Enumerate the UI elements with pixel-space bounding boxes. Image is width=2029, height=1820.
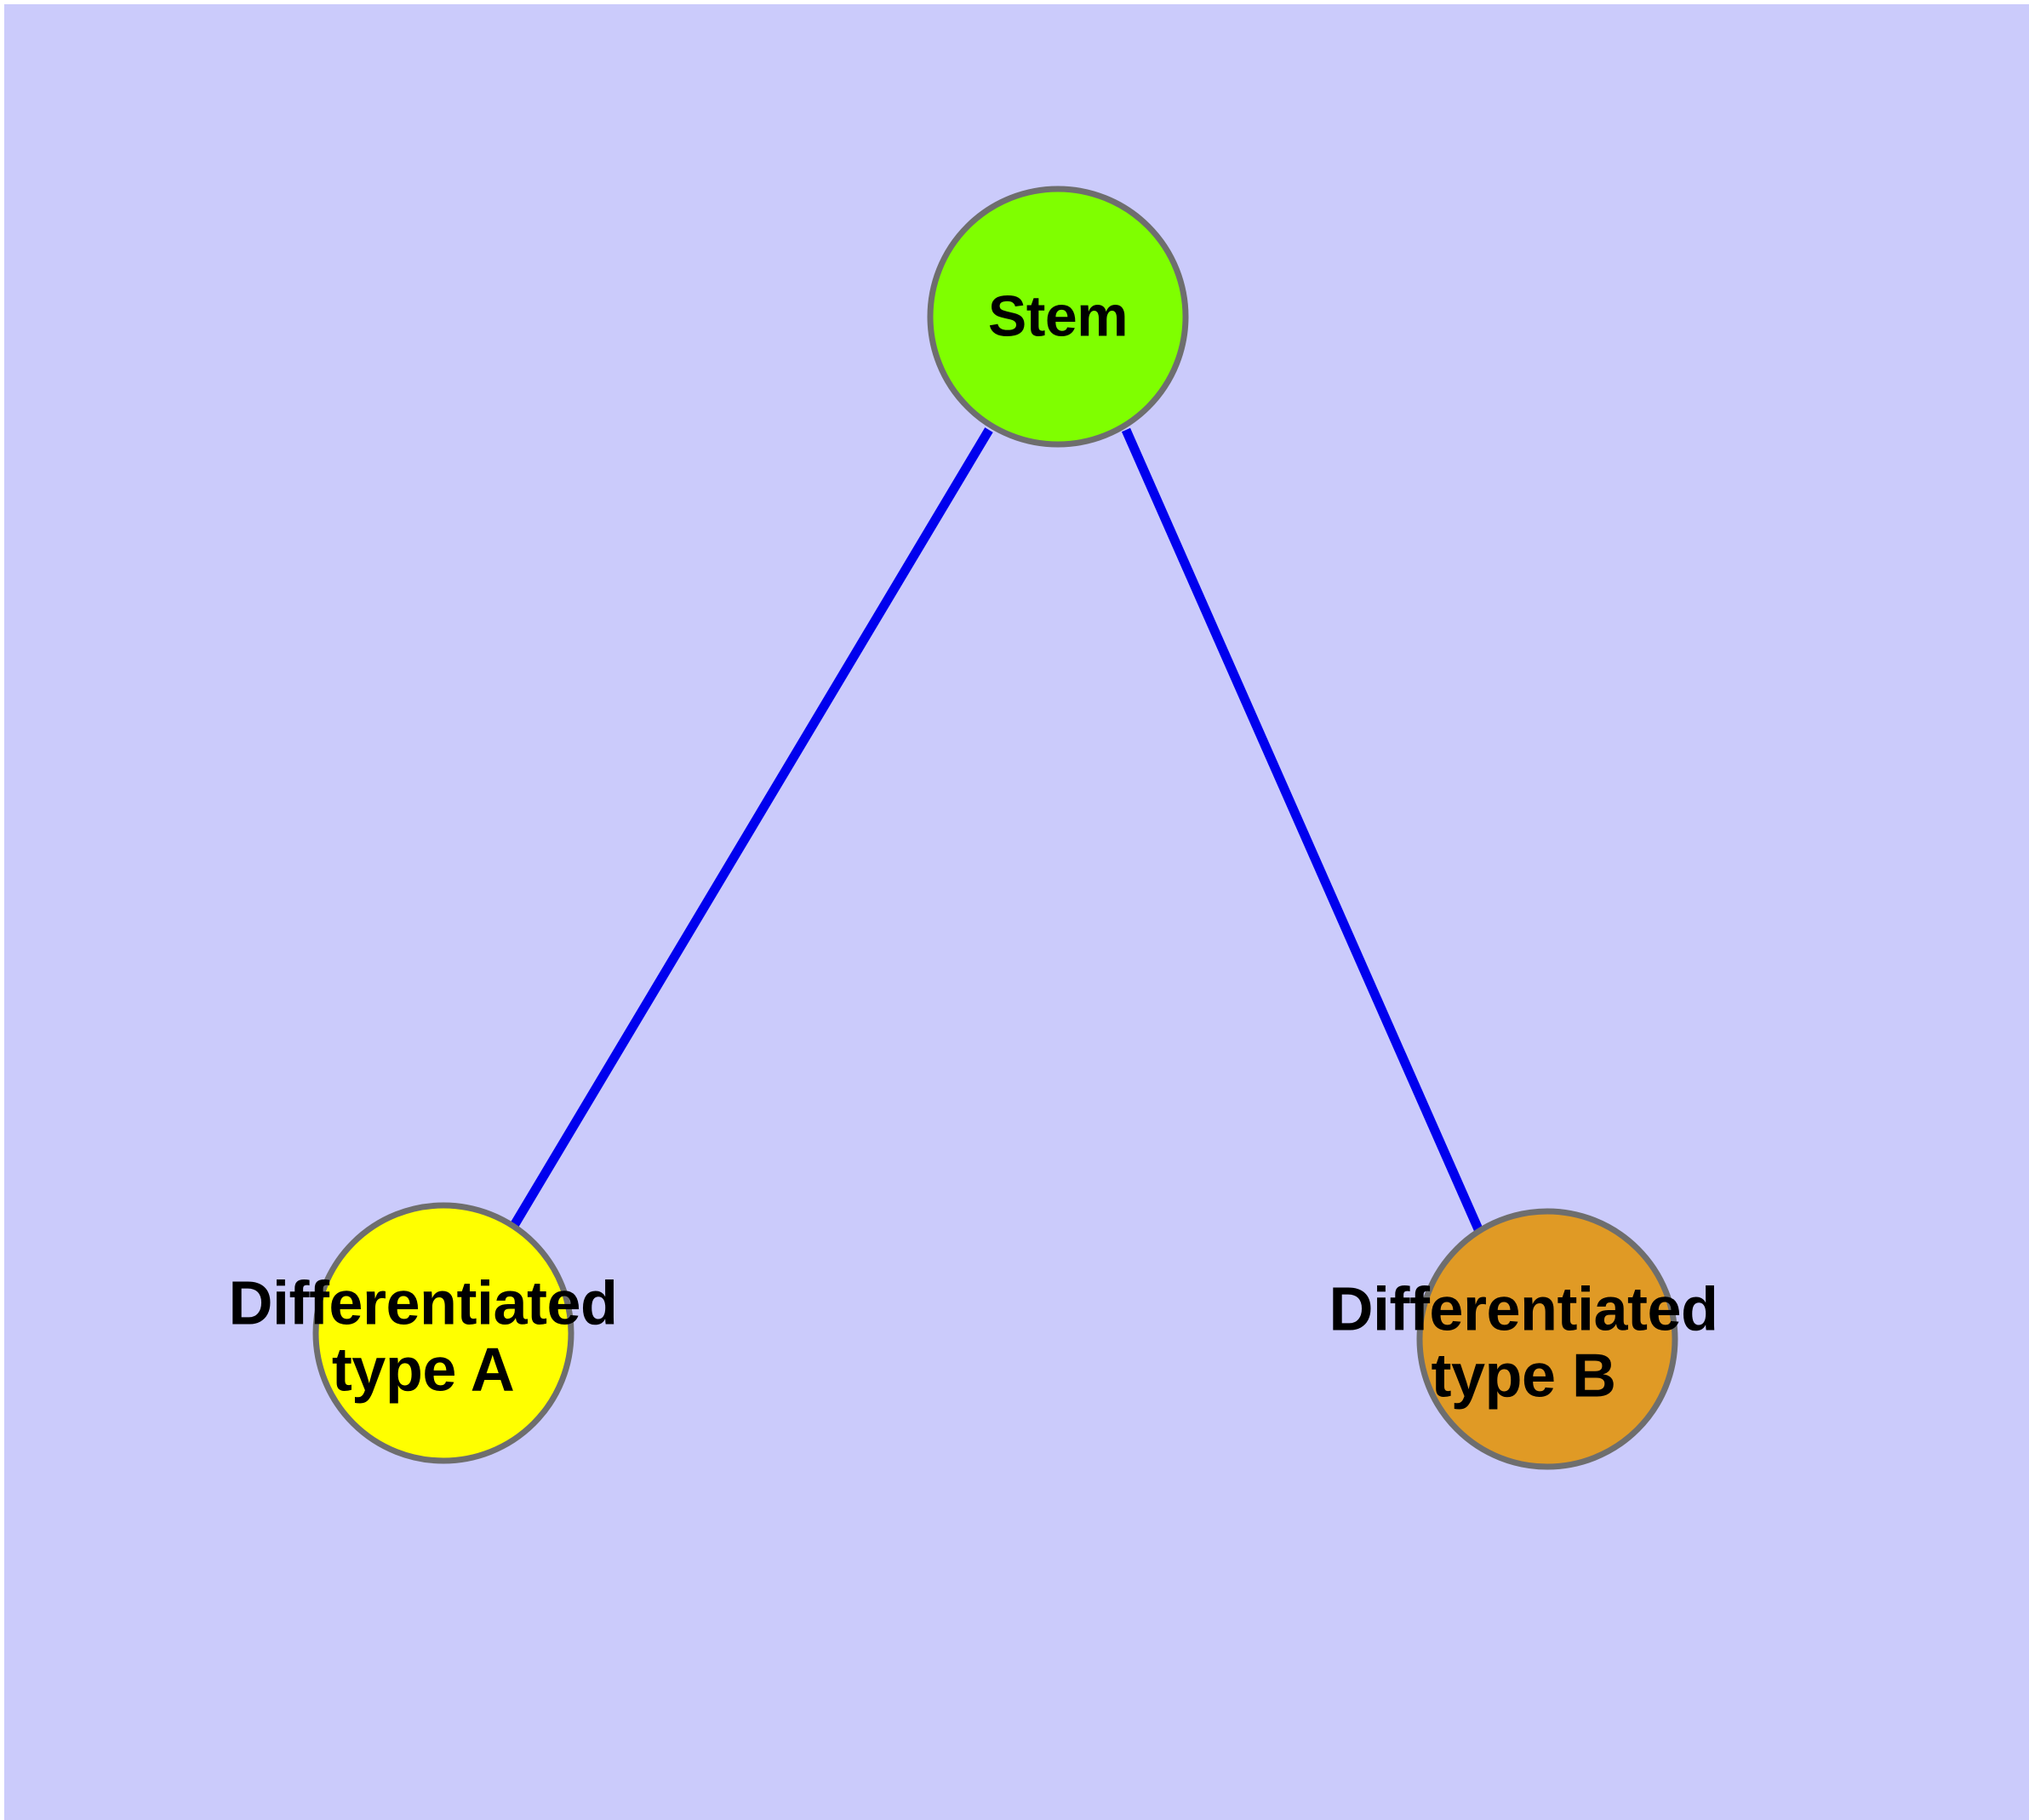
edges-group	[508, 427, 1483, 1232]
edge-stem-diff-b	[1121, 427, 1483, 1232]
node-circle-stem[interactable]	[927, 186, 1189, 448]
node-circle-diff_a[interactable]	[312, 1202, 574, 1464]
nodes-group	[312, 186, 1678, 1470]
edge-stem-diff-a	[508, 427, 993, 1231]
node-circle-diff_b[interactable]	[1416, 1208, 1678, 1470]
